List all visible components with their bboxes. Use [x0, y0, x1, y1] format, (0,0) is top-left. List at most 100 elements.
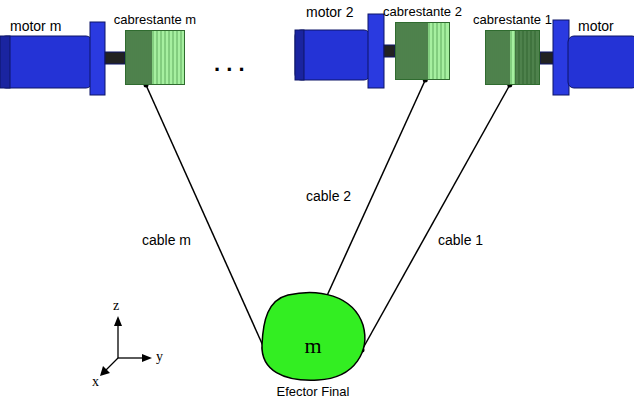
- drum-winding: [404, 23, 405, 79]
- drum-winding: [445, 23, 446, 79]
- drum-winding: [511, 31, 512, 84]
- drum-winding: [525, 31, 526, 84]
- drum-winding: [527, 31, 528, 84]
- axis-label: y: [156, 349, 163, 365]
- mass-symbol: m: [304, 334, 321, 358]
- drum-winding: [157, 31, 158, 84]
- drum-winding: [523, 31, 524, 84]
- drum-winding: [537, 31, 538, 84]
- drum-winding: [422, 23, 423, 79]
- drum-winding: [498, 31, 499, 84]
- drum-shape: [485, 30, 540, 85]
- drum-winding: [515, 31, 516, 84]
- drum-winding: [496, 31, 497, 84]
- drum-winding: [527, 31, 528, 84]
- drum-winding: [406, 23, 407, 79]
- end-effector: mEfector Final: [258, 290, 368, 382]
- drum-winding: [181, 31, 182, 84]
- drum-winding: [396, 23, 397, 79]
- drum-winding: [398, 23, 399, 79]
- blob-outline: [262, 293, 365, 381]
- drum-body: [126, 31, 185, 85]
- drum-winding: [420, 23, 421, 79]
- axis-label: x: [92, 374, 99, 390]
- drum-winding: [146, 31, 147, 84]
- drum-winding: [502, 31, 503, 84]
- cable-label: cable m: [140, 232, 193, 248]
- drum-winding: [521, 31, 522, 84]
- drum-winding: [144, 31, 145, 84]
- drum-winding: [426, 23, 427, 79]
- drum-winding: [519, 31, 520, 84]
- drum-winding: [412, 23, 413, 79]
- cable-label: cable 1: [436, 232, 485, 248]
- drum-winding: [535, 31, 536, 84]
- drum-winding: [517, 31, 518, 84]
- drum-winding: [408, 23, 409, 79]
- drum-winding: [490, 31, 491, 84]
- cable-label: cable 2: [304, 188, 353, 204]
- drum-winding: [494, 31, 495, 84]
- capstan-label: cabrestante 1: [473, 12, 552, 28]
- effector-caption: Efector Final: [277, 384, 350, 400]
- axis-label: z: [113, 298, 119, 314]
- drum-winding: [150, 31, 151, 84]
- drum-winding: [535, 31, 536, 84]
- drum-winding: [142, 31, 143, 84]
- drum-winding: [136, 31, 137, 84]
- capstan-drum: cabrestante 2: [395, 22, 450, 80]
- drum-winding: [437, 23, 438, 79]
- motor-2: [295, 14, 395, 88]
- drum-winding: [169, 31, 170, 84]
- drum-winding: [410, 23, 411, 79]
- drum-winding: [418, 23, 419, 79]
- drum-shape: [125, 30, 185, 85]
- drum-winding: [433, 23, 434, 79]
- drum-winding: [533, 31, 534, 84]
- cable: [360, 83, 513, 353]
- drum-winding: [177, 31, 178, 84]
- drum-winding: [523, 31, 524, 84]
- drum-winding: [492, 31, 493, 84]
- drum-winding: [486, 31, 487, 84]
- capstan-drum: cabrestante 1: [485, 30, 540, 85]
- drum-winding: [519, 31, 520, 84]
- motor-label: motor m: [10, 18, 61, 34]
- drum-winding: [441, 23, 442, 79]
- drum-winding: [500, 31, 501, 84]
- drum-winding: [506, 31, 507, 84]
- drum-winding: [132, 31, 133, 84]
- drum-winding: [161, 31, 162, 84]
- drum-winding: [148, 31, 149, 84]
- drum-winding: [173, 31, 174, 84]
- drum-winding: [488, 31, 489, 84]
- drum-winding: [414, 23, 415, 79]
- drum-winding: [504, 31, 505, 84]
- drum-winding: [508, 31, 509, 84]
- drum-winding: [138, 31, 139, 84]
- drum-body: [396, 23, 450, 80]
- drum-winding: [429, 23, 430, 79]
- drum-winding: [400, 23, 401, 79]
- drum-shape: [395, 22, 450, 80]
- drum-winding: [529, 31, 530, 84]
- drum-winding: [134, 31, 135, 84]
- motor-label: motor 2: [306, 4, 353, 20]
- capstan-drum: cabrestante m: [125, 30, 185, 85]
- cable-line: [146, 85, 264, 348]
- drum-winding: [153, 31, 154, 84]
- axes: [100, 316, 152, 376]
- drum-body: [486, 31, 540, 85]
- drum-winding: [126, 31, 127, 84]
- capstan-label: cabrestante m: [114, 12, 196, 28]
- drum-winding: [531, 31, 532, 84]
- drum-winding: [165, 31, 166, 84]
- drum-winding: [424, 23, 425, 79]
- drum-winding: [130, 31, 131, 84]
- capstan-label: cabrestante 2: [383, 4, 462, 20]
- motor-label: motor: [578, 18, 614, 34]
- cable-line: [362, 85, 510, 350]
- drum-winding: [128, 31, 129, 84]
- drum-winding: [416, 23, 417, 79]
